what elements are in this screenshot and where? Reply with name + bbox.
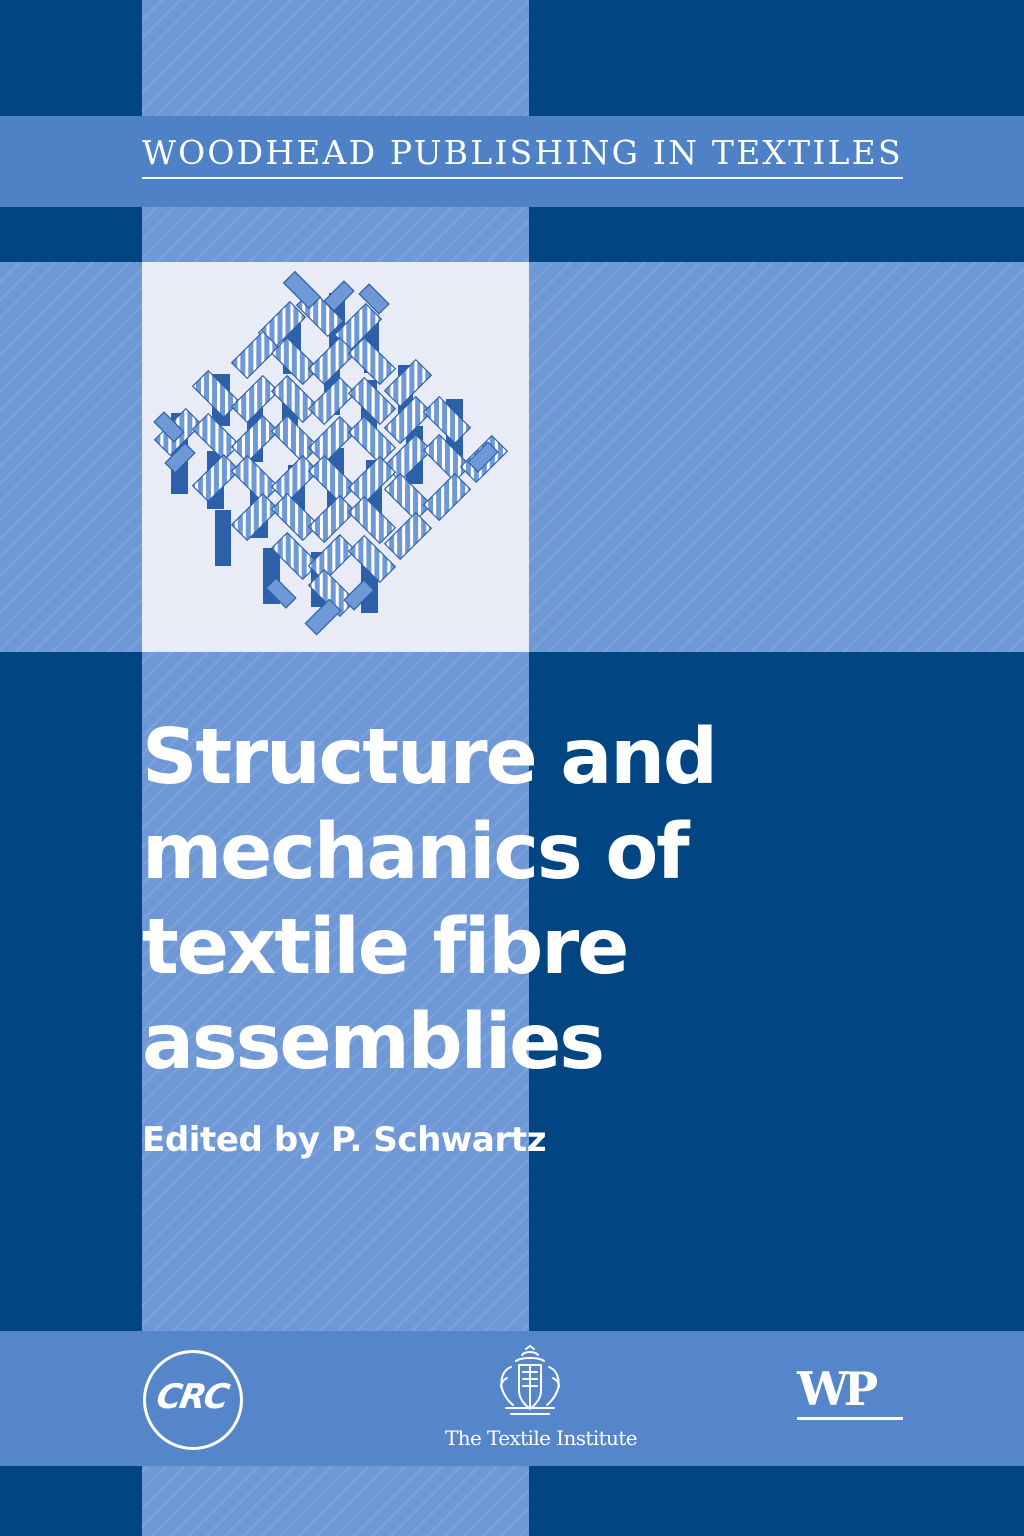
- book-title-line-4: assemblies: [142, 998, 605, 1087]
- crc-logo-label: CRC: [153, 1377, 231, 1417]
- series-band: [0, 116, 1024, 207]
- weave-bar-11: [270, 374, 320, 424]
- weave-pattern: [153, 270, 509, 636]
- weave-bar-17: [191, 412, 241, 462]
- weave-bar-32: [230, 492, 280, 542]
- book-title-line-2: mechanics of: [142, 808, 690, 897]
- book-title: Structure and mechanics of textile fibre…: [142, 710, 742, 1090]
- weave-bar-39: [347, 534, 397, 584]
- series-underline: [142, 177, 903, 179]
- weave-bar-29: [347, 455, 397, 505]
- wp-logo-icon: WP: [797, 1366, 903, 1421]
- weave-bar-35: [347, 495, 397, 545]
- weave-bar-25: [191, 453, 241, 503]
- crc-logo-icon: CRC: [143, 1350, 243, 1450]
- weave-bar-36: [383, 511, 433, 561]
- wp-logo-label: WP: [797, 1362, 878, 1416]
- weave-edge-tile-2: [164, 442, 196, 474]
- weave-bar-34: [307, 494, 357, 544]
- book-title-line-3: textile fibre: [142, 903, 629, 992]
- book-title-line-1: Structure and: [142, 713, 718, 802]
- weave-edge-tile-7: [304, 598, 342, 636]
- weave-bar-7: [347, 336, 397, 386]
- weave-bar-28: [307, 454, 357, 504]
- weave-bar-4: [230, 330, 280, 380]
- weave-edge-tile-3: [282, 270, 322, 310]
- textile-institute-logo: The Textile Institute: [445, 1345, 638, 1457]
- series-title: Woodhead Publishing in Textiles: [142, 133, 903, 172]
- weave-bar-10: [230, 374, 280, 424]
- weave-bar-8: [383, 358, 433, 408]
- weave-bar-13: [347, 376, 397, 426]
- weave-bar-21: [347, 415, 397, 465]
- weave-bar-9: [191, 369, 241, 419]
- weave-bar-30: [383, 472, 433, 522]
- weave-edge-tile-1: [153, 411, 185, 443]
- vertical-striped-band: [142, 0, 529, 1536]
- weave-bar-27: [270, 454, 320, 504]
- weave-bar-23: [422, 433, 472, 483]
- textile-institute-label: The Textile Institute: [445, 1426, 638, 1450]
- weave-bar-20: [307, 415, 357, 465]
- weave-edge-tile-5: [358, 283, 390, 315]
- weave-bar-6: [307, 336, 357, 386]
- textile-institute-crest-icon: [500, 1345, 560, 1415]
- weave-bar-5: [270, 336, 320, 386]
- weave-bar-14: [383, 395, 433, 445]
- editor-name: Edited by P. Schwartz: [142, 1120, 547, 1160]
- weave-bar-40: [307, 568, 357, 618]
- weave-bar-38: [307, 533, 357, 583]
- weave-edge-tile-9: [343, 579, 375, 611]
- weave-bar-19: [270, 414, 320, 464]
- weave-edge-tile-4: [323, 280, 355, 312]
- weave-bar-15: [422, 395, 472, 445]
- weave-bar-33: [270, 492, 320, 542]
- weave-bar-26: [230, 454, 280, 504]
- weave-dark-strand-18: [215, 510, 231, 566]
- weave-bar-18: [230, 414, 280, 464]
- crc-ring: [143, 1350, 243, 1450]
- weave-bar-37: [270, 531, 320, 581]
- weave-bar-31: [422, 472, 472, 522]
- weave-edge-tile-8: [265, 577, 297, 609]
- wp-logo-underline: [797, 1417, 903, 1420]
- woven-fabric-illustration: [153, 270, 509, 636]
- weave-edge-tile-6: [467, 441, 499, 473]
- weave-bar-12: [307, 376, 357, 426]
